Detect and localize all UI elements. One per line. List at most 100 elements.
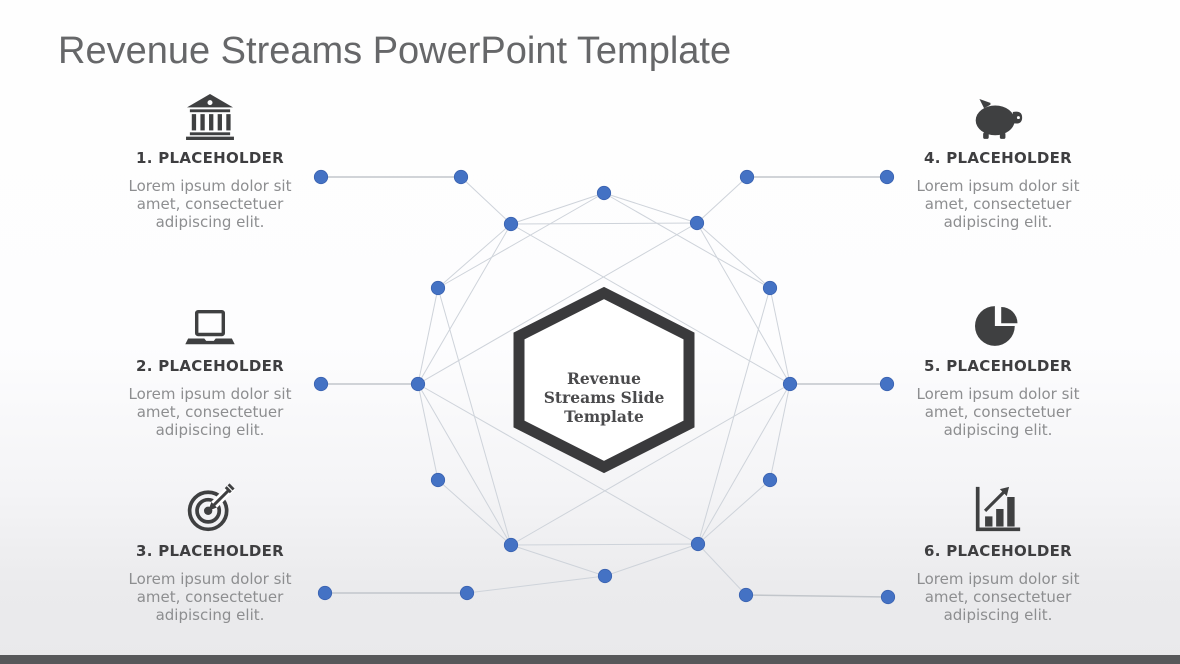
network-edge: [604, 543, 699, 577]
body-line: amet, consectetuer: [136, 195, 284, 213]
placeholder-title: 2. PLACEHOLDER: [135, 357, 285, 375]
hexagon-label-line: Streams Slide: [543, 388, 665, 407]
network-node: [597, 568, 613, 584]
body-line: amet, consectetuer: [924, 195, 1072, 213]
network-edge: [697, 479, 771, 545]
placeholder-block-4: 4. PLACEHOLDER Lorem ipsum dolor sit ame…: [886, 92, 1110, 231]
placeholder-body: Lorem ipsum dolor sit amet, consectetuer…: [917, 385, 1080, 439]
placeholder-title: 6. PLACEHOLDER: [923, 542, 1073, 560]
network-node: [879, 376, 895, 392]
body-line: Lorem ipsum dolor sit: [128, 177, 292, 195]
bar-chart-icon: [974, 485, 1022, 533]
network-edge: [417, 287, 439, 385]
network-node: [762, 280, 778, 296]
network-node: [453, 169, 469, 185]
body-line: adipiscing elit.: [943, 421, 1053, 439]
hexagon-label-line: Template: [564, 407, 644, 426]
network-edge: [696, 222, 791, 385]
placeholder-title: 5. PLACEHOLDER: [923, 357, 1073, 375]
network-edge: [417, 223, 512, 385]
network-node: [782, 376, 798, 392]
network-edge: [697, 383, 791, 545]
placeholder-body: Lorem ipsum dolor sit amet, consectetuer…: [129, 177, 292, 231]
pie-chart-icon: [974, 300, 1022, 348]
network-node: [503, 537, 519, 553]
network-edge: [417, 383, 699, 545]
network-edge: [437, 223, 512, 289]
body-line: Lorem ipsum dolor sit: [916, 570, 1080, 588]
placeholder-block-5: 5. PLACEHOLDER Lorem ipsum dolor sit ame…: [886, 300, 1110, 439]
network-edge: [603, 192, 771, 289]
hexagon-label-line: Revenue: [566, 369, 641, 388]
body-line: adipiscing elit.: [155, 213, 265, 231]
network-dots: [313, 169, 896, 605]
slide-title: Revenue Streams PowerPoint Template: [58, 30, 732, 72]
network-edge: [696, 176, 748, 224]
body-line: adipiscing elit.: [155, 421, 265, 439]
body-line: Lorem ipsum dolor sit: [128, 570, 292, 588]
network-edge: [745, 594, 889, 598]
network-edge: [417, 222, 698, 385]
body-line: adipiscing elit.: [943, 213, 1053, 231]
placeholder-body: Lorem ipsum dolor sit amet, consectetuer…: [129, 570, 292, 624]
body-line: amet, consectetuer: [924, 403, 1072, 421]
network-node: [762, 472, 778, 488]
network-node: [313, 376, 329, 392]
placeholder-block-1: 1. PLACEHOLDER Lorem ipsum dolor sit ame…: [98, 92, 322, 231]
network-edge: [437, 192, 605, 289]
target-icon: [185, 483, 235, 533]
network-node: [459, 585, 475, 601]
placeholder-body: Lorem ipsum dolor sit amet, consectetuer…: [129, 385, 292, 439]
network-edge: [510, 544, 606, 577]
network-node: [317, 585, 333, 601]
network-node: [739, 169, 755, 185]
network-edge: [696, 222, 771, 289]
network-node: [879, 169, 895, 185]
bottom-bar: [0, 655, 1180, 664]
piggy-bank-icon: [972, 92, 1024, 140]
placeholder-body: Lorem ipsum dolor sit amet, consectetuer…: [917, 177, 1080, 231]
hexagon-label: Revenue Streams Slide Template: [514, 369, 694, 426]
network-edge: [769, 383, 791, 481]
body-line: Lorem ipsum dolor sit: [916, 385, 1080, 403]
network-edge: [510, 383, 791, 546]
network-node: [313, 169, 329, 185]
network-edge: [697, 543, 747, 596]
placeholder-body: Lorem ipsum dolor sit amet, consectetuer…: [917, 570, 1080, 624]
network-node: [430, 472, 446, 488]
network-edge: [460, 176, 512, 225]
network-edge: [466, 575, 606, 594]
body-line: Lorem ipsum dolor sit: [916, 177, 1080, 195]
hexagon-shape: [513, 286, 695, 474]
body-line: amet, consectetuer: [136, 403, 284, 421]
network-node: [690, 536, 706, 552]
network-node: [596, 185, 612, 201]
network-edges: [321, 176, 889, 598]
network-edge: [769, 287, 791, 385]
network-node: [410, 376, 426, 392]
network-node: [689, 215, 705, 231]
network-edge: [437, 479, 512, 546]
body-line: amet, consectetuer: [924, 588, 1072, 606]
network-edge: [417, 383, 439, 481]
placeholder-block-6: 6. PLACEHOLDER Lorem ipsum dolor sit ame…: [886, 485, 1110, 624]
laptop-icon: [184, 300, 236, 348]
network-node: [430, 280, 446, 296]
network-edge: [510, 223, 791, 385]
bank-icon: [185, 92, 235, 140]
network-edge: [510, 222, 698, 225]
body-line: adipiscing elit.: [155, 606, 265, 624]
placeholder-title: 1. PLACEHOLDER: [135, 149, 285, 167]
network-edge: [510, 543, 699, 546]
network-node: [738, 587, 754, 603]
body-line: adipiscing elit.: [943, 606, 1053, 624]
network-edge: [510, 192, 605, 225]
placeholder-title: 3. PLACEHOLDER: [135, 542, 285, 560]
placeholder-block-2: 2. PLACEHOLDER Lorem ipsum dolor sit ame…: [98, 300, 322, 439]
placeholder-title: 4. PLACEHOLDER: [923, 149, 1073, 167]
placeholder-block-3: 3. PLACEHOLDER Lorem ipsum dolor sit ame…: [98, 483, 322, 624]
network-edge: [603, 192, 698, 224]
body-line: amet, consectetuer: [136, 588, 284, 606]
